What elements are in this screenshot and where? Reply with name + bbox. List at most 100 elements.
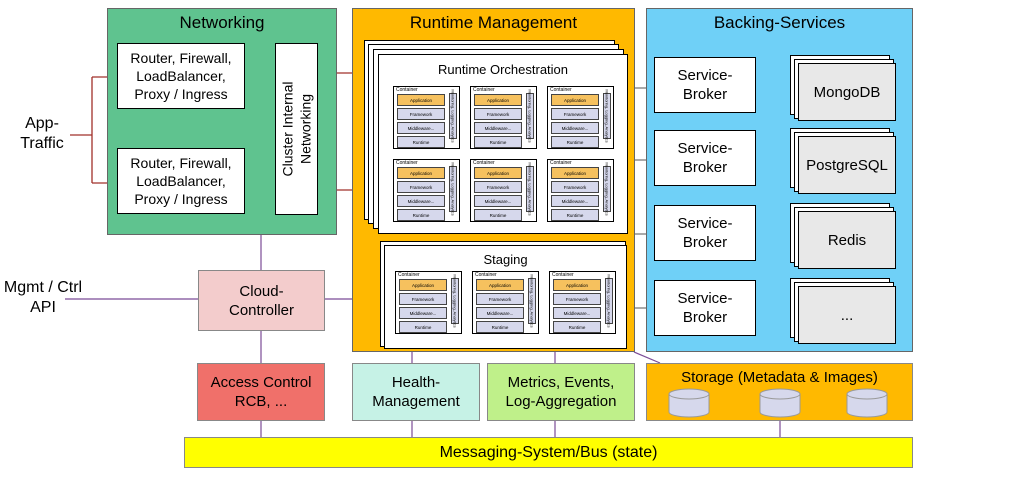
container-layer-application: Application [553, 279, 601, 291]
service-broker-box: Service- Broker [654, 280, 756, 336]
app-traffic-label: App- Traffic [20, 115, 64, 152]
container-layer-application: Application [474, 94, 522, 106]
container-label: Container [475, 272, 497, 278]
container-label: Container [473, 87, 495, 93]
container-layer-middleware: Middleware... [397, 122, 445, 134]
monitoring-logging-label: Monitoring, Logging, Analytics [604, 162, 610, 216]
container-layer-middleware: Middleware... [474, 122, 522, 134]
monitoring-logging-label: Monitoring, Logging, Analytics [527, 162, 533, 216]
service-broker-box: Service- Broker [654, 205, 756, 261]
container-layer-runtime: Runtime [399, 321, 447, 333]
storage-label: Storage (Metadata & Images) [681, 369, 878, 386]
container-label: Container [552, 272, 574, 278]
container-layer-application: Application [397, 167, 445, 179]
networking-title: Networking [179, 13, 265, 32]
service-broker-box: Service- Broker [654, 57, 756, 113]
container-layer-middleware: Middleware... [399, 307, 447, 319]
container-layer-runtime: Runtime [551, 136, 599, 148]
container-layer-middleware: Middleware... [397, 195, 445, 207]
container-label: Container [550, 160, 572, 166]
monitoring-logging-bar: Monitoring, Logging, Analytics [603, 162, 611, 216]
monitoring-logging-label: Monitoring, Logging, Analytics [452, 274, 458, 328]
monitoring-logging-label: Monitoring, Logging, Analytics [606, 274, 612, 328]
container-layer-framework: Framework [553, 293, 601, 305]
service-broker-box: Service- Broker [654, 130, 756, 186]
database-icon-1 [668, 388, 710, 418]
container-layer-framework: Framework [551, 108, 599, 120]
container-layer-application: Application [399, 279, 447, 291]
monitoring-logging-label: Monitoring, Logging, Analytics [604, 89, 610, 143]
container-layer-framework: Framework [474, 108, 522, 120]
messaging-bus-box: Messaging-System/Bus (state) [184, 437, 913, 468]
health-management-box: Health- Management [352, 363, 480, 421]
router-firewall-box-1: Router, Firewall, LoadBalancer, Proxy / … [117, 43, 245, 109]
container-layer-runtime: Runtime [397, 209, 445, 221]
monitoring-logging-bar: Monitoring, Logging, Analytics [526, 162, 534, 216]
monitoring-logging-label: Monitoring, Logging, Analytics [450, 89, 456, 143]
container-layer-framework: Framework [397, 108, 445, 120]
container-layer-application: Application [474, 167, 522, 179]
container-layer-application: Application [476, 279, 524, 291]
container-layer-runtime: Runtime [553, 321, 601, 333]
container-layer-runtime: Runtime [474, 209, 522, 221]
monitoring-logging-bar: Monitoring, Logging, Analytics [449, 89, 457, 143]
monitoring-logging-bar: Monitoring, Logging, Analytics [449, 162, 457, 216]
database-icon-3 [846, 388, 888, 418]
storage-cylinders [668, 388, 888, 418]
container-layer-application: Application [551, 167, 599, 179]
backing-service-3: Redis [798, 211, 896, 269]
container-layer-framework: Framework [399, 293, 447, 305]
monitoring-logging-label: Monitoring, Logging, Analytics [527, 89, 533, 143]
container-layer-middleware: Middleware... [551, 195, 599, 207]
mgmt-api-label: Mgmt / Ctrl API [3, 279, 83, 316]
router-firewall-box-2: Router, Firewall, LoadBalancer, Proxy / … [117, 148, 245, 214]
container-layer-runtime: Runtime [551, 209, 599, 221]
container-label: Container [396, 87, 418, 93]
container-label: Container [473, 160, 495, 166]
container-label: Container [396, 160, 418, 166]
cluster-internal-networking-label: Cluster Internal Networking [279, 81, 314, 177]
container-layer-runtime: Runtime [397, 136, 445, 148]
container-layer-framework: Framework [474, 181, 522, 193]
container-label: Container [398, 272, 420, 278]
container-layer-middleware: Middleware... [474, 195, 522, 207]
cloud-controller-box: Cloud- Controller [198, 270, 325, 331]
backing-service-1: MongoDB [798, 63, 896, 121]
container-layer-runtime: Runtime [474, 136, 522, 148]
monitoring-logging-label: Monitoring, Logging, Analytics [529, 274, 535, 328]
monitoring-logging-label: Monitoring, Logging, Analytics [450, 162, 456, 216]
runtime-orchestration-title: Runtime Orchestration [437, 62, 569, 77]
container-layer-application: Application [397, 94, 445, 106]
cluster-internal-networking-box: Cluster Internal Networking [275, 43, 318, 215]
monitoring-logging-bar: Monitoring, Logging, Analytics [528, 274, 536, 328]
container-layer-application: Application [551, 94, 599, 106]
container-layer-middleware: Middleware... [553, 307, 601, 319]
container-layer-middleware: Middleware... [476, 307, 524, 319]
monitoring-logging-bar: Monitoring, Logging, Analytics [603, 89, 611, 143]
staging-title: Staging [483, 252, 528, 267]
monitoring-logging-bar: Monitoring, Logging, Analytics [451, 274, 459, 328]
database-icon-2 [759, 388, 801, 418]
backing-services-title: Backing-Services [713, 13, 846, 32]
storage-box: Storage (Metadata & Images) [646, 363, 913, 421]
container-layer-framework: Framework [551, 181, 599, 193]
container-layer-runtime: Runtime [476, 321, 524, 333]
container-layer-framework: Framework [476, 293, 524, 305]
access-control-box: Access Control RCB, ... [197, 363, 325, 421]
monitoring-logging-bar: Monitoring, Logging, Analytics [605, 274, 613, 328]
container-label: Container [550, 87, 572, 93]
container-layer-middleware: Middleware... [551, 122, 599, 134]
backing-service-2: PostgreSQL [798, 136, 896, 194]
monitoring-logging-bar: Monitoring, Logging, Analytics [526, 89, 534, 143]
metrics-events-box: Metrics, Events, Log-Aggregation [487, 363, 635, 421]
backing-service-4: ... [798, 286, 896, 344]
